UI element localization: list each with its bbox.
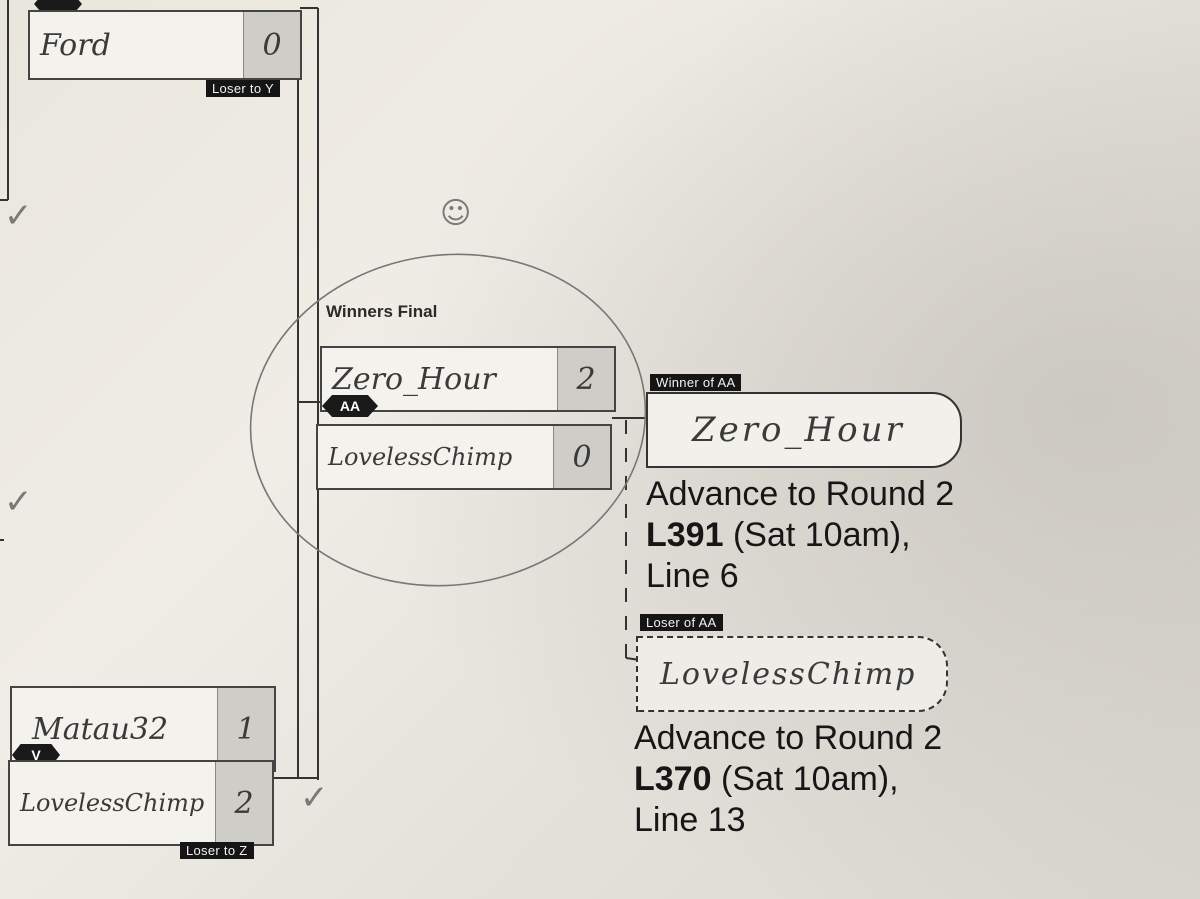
winner-advance-line2: L391 (Sat 10am),	[646, 515, 954, 556]
check-mark-3: ✓	[300, 778, 329, 818]
winners-final-player1-score: 2	[557, 348, 614, 410]
loser-advance-text: Advance to Round 2 L370 (Sat 10am), Line…	[634, 718, 942, 841]
winner-result-tag: Winner of AA	[650, 374, 742, 391]
loser-advance-code: L370	[634, 760, 712, 798]
bottom-player2-name: LovelessChimp	[20, 789, 205, 817]
winners-final-title: Winners Final	[326, 302, 438, 321]
bottom-player1-name: Matau32	[32, 711, 169, 747]
bottom-player2-score: 2	[215, 762, 272, 844]
check-mark-2: ✓	[4, 482, 33, 522]
winners-final-player2-name: LovelessChimp	[328, 443, 513, 471]
loser-advance-line3: Line 13	[634, 801, 746, 839]
doodle-icon: ☺	[440, 196, 472, 231]
loser-advance-time: (Sat 10am),	[711, 760, 899, 798]
winner-advance-code: L391	[646, 516, 724, 554]
winner-result-name: Zero_Hour	[692, 410, 905, 450]
winner-advance-line3: Line 6	[646, 557, 739, 595]
winners-final-slot-2: LovelessChimp 0	[316, 424, 612, 490]
loser-advance-line2: L370 (Sat 10am),	[634, 759, 942, 800]
loser-tag-top: Loser to Y	[206, 80, 281, 97]
loser-result-name: LovelessChimp	[660, 656, 917, 692]
bottom-player1-score: 1	[217, 688, 274, 770]
loser-tag-bottom: Loser to Z	[180, 842, 254, 859]
winners-final-match-code: AA	[322, 395, 378, 417]
winners-final-player1-name: Zero_Hour	[332, 361, 496, 397]
winner-result-pill: Zero_Hour	[646, 392, 962, 468]
bottom-match-slot-2: LovelessChimp 2	[8, 760, 274, 846]
top-player-score: 0	[243, 12, 300, 78]
winner-advance-text: Advance to Round 2 L391 (Sat 10am), Line…	[646, 474, 954, 597]
loser-result-pill: LovelessChimp	[636, 636, 948, 712]
winners-final-player2-score: 0	[553, 426, 610, 488]
top-player-name: Ford	[40, 27, 111, 63]
winner-advance-line1: Advance to Round 2	[646, 475, 955, 513]
check-mark-1: ✓	[4, 196, 33, 236]
winner-advance-time: (Sat 10am),	[723, 516, 911, 554]
loser-advance-line1: Advance to Round 2	[634, 719, 943, 757]
loser-result-tag: Loser of AA	[640, 614, 723, 631]
top-match-slot: Ford 0	[28, 10, 302, 80]
winners-final-slot-1: Zero_Hour 2	[320, 346, 616, 412]
